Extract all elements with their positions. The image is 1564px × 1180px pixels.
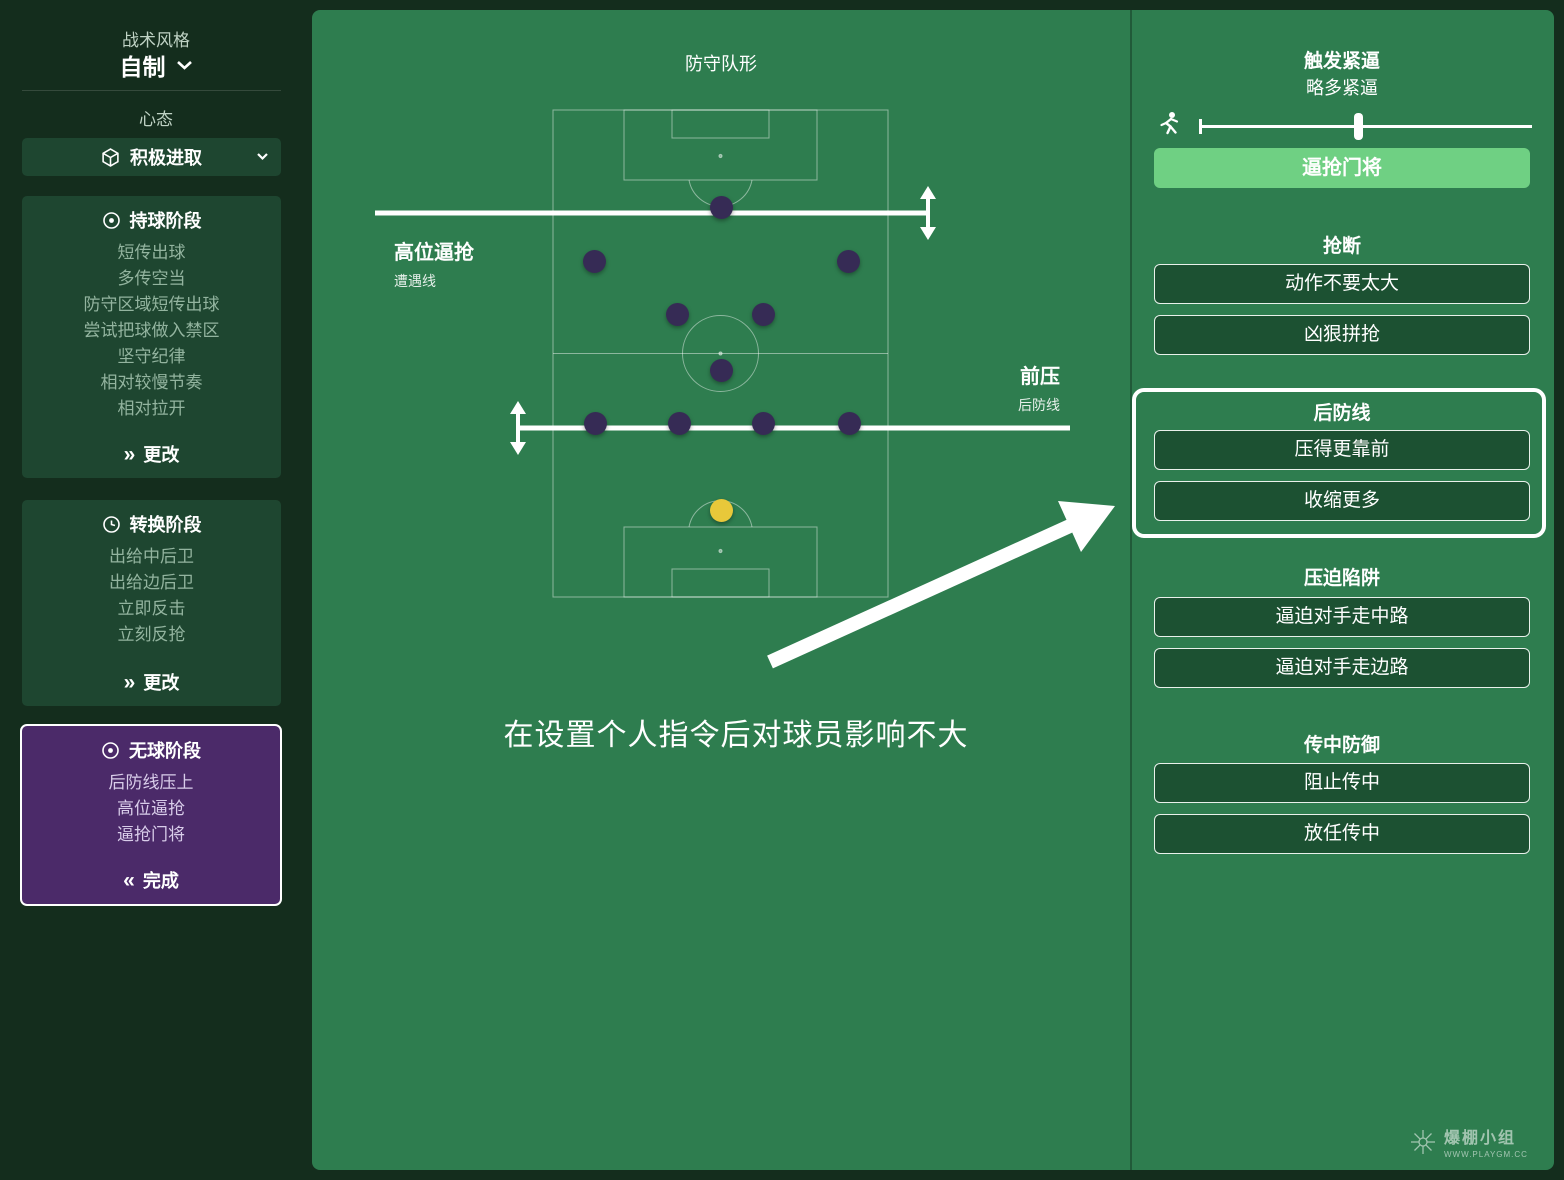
ease-off-tackles-button[interactable]: 动作不要太大: [1154, 264, 1530, 304]
engagement-line-label: 高位逼抢 遭遇线: [394, 242, 474, 289]
instruction-item: 相对拉开: [117, 399, 186, 418]
annotation-caption: 在设置个人指令后对球员影响不大: [503, 719, 969, 752]
slider-track[interactable]: [1200, 125, 1532, 128]
chevron-down-icon: [257, 153, 268, 161]
player-marker[interactable]: [837, 250, 860, 273]
pitch-lines: [552, 109, 889, 598]
instruction-item: 后防线压上: [108, 773, 194, 792]
instruction-item: 出给边后卫: [109, 573, 194, 592]
in-transition-change-button[interactable]: »更改: [123, 671, 180, 694]
out-of-possession-panel[interactable]: 无球阶段 后防线压上 高位逼抢 逼抢门将 «完成: [20, 724, 282, 906]
trigger-press-value: 略多紧逼: [1306, 78, 1378, 98]
player-marker[interactable]: [668, 412, 691, 435]
defensive-line-title: 后防线: [1313, 403, 1371, 424]
player-marker[interactable]: [710, 359, 733, 382]
pitch-title: 防守队形: [685, 54, 757, 74]
double-chevron-right-icon: »: [123, 443, 136, 466]
instruction-item: 立刻反抢: [117, 625, 186, 644]
mentality-label: 心态: [139, 110, 173, 129]
goalkeeper-marker[interactable]: [710, 499, 733, 522]
double-chevron-right-icon: »: [123, 671, 136, 694]
instruction-item: 多传空当: [117, 269, 186, 288]
tactical-style-value: 自制: [119, 54, 166, 80]
ball-icon: [102, 741, 119, 759]
watermark-name: 爆棚小组: [1444, 1130, 1517, 1147]
trap-inside-button[interactable]: 逼迫对手走中路: [1154, 597, 1530, 637]
instruction-item: 坚守纪律: [117, 347, 186, 366]
trap-outside-button[interactable]: 逼迫对手走边路: [1154, 648, 1530, 688]
in-possession-change-button[interactable]: »更改: [123, 443, 180, 466]
compress-more-button[interactable]: 收缩更多: [1154, 481, 1530, 521]
out-of-possession-done-button[interactable]: «完成: [123, 869, 179, 892]
player-marker[interactable]: [710, 196, 733, 219]
pitch-diagram: [375, 109, 1115, 669]
in-transition-instructions: 出给中后卫 出给边后卫 立即反击 立刻反抢: [22, 544, 281, 648]
clock-icon: [102, 515, 120, 533]
player-marker[interactable]: [583, 250, 606, 273]
instruction-item: 相对较慢节奏: [100, 373, 203, 392]
sidebar: 战术风格 自制 心态 积极进取 持球阶段 短传出球 多传空当 防守区域短传出球 …: [0, 0, 312, 1180]
out-of-possession-instructions: 后防线压上 高位逼抢 逼抢门将: [22, 770, 280, 848]
get-stuck-in-button[interactable]: 凶狠拼抢: [1154, 315, 1530, 355]
panel-divider: [1130, 10, 1132, 1170]
mentality-value: 积极进取: [130, 148, 202, 168]
stop-crosses-button[interactable]: 阻止传中: [1154, 763, 1530, 803]
in-transition-panel: 转换阶段 出给中后卫 出给边后卫 立即反击 立刻反抢 »更改: [22, 500, 281, 706]
annotation-arrow: [767, 501, 1115, 669]
defensive-line: [510, 401, 1070, 455]
out-of-possession-header: 无球阶段: [22, 738, 280, 762]
engagement-line: [375, 186, 936, 240]
watermark-logo-icon: [1411, 1129, 1435, 1154]
watermark: 爆棚小组 WWW.PLAYGM.CC: [1408, 1124, 1528, 1159]
player-marker[interactable]: [838, 412, 861, 435]
cube-icon: [102, 147, 119, 167]
instruction-item: 高位逼抢: [117, 799, 185, 818]
push-higher-button[interactable]: 压得更靠前: [1154, 430, 1530, 470]
instruction-item: 尝试把球做入禁区: [83, 321, 220, 340]
player-marker[interactable]: [584, 412, 607, 435]
ball-icon: [102, 211, 120, 229]
instruction-item: 逼抢门将: [117, 825, 185, 844]
defensive-line-highlight-box: [1132, 388, 1546, 538]
instruction-item: 防守区域短传出球: [83, 295, 220, 314]
in-possession-panel: 持球阶段 短传出球 多传空当 防守区域短传出球 尝试把球做入禁区 坚守纪律 相对…: [22, 196, 281, 478]
instruction-item: 立即反击: [117, 599, 186, 618]
sidebar-divider: [22, 90, 281, 91]
instruction-item: 出给中后卫: [109, 547, 194, 566]
pitch-area: 防守队形: [312, 10, 1130, 1170]
double-chevron-left-icon: «: [123, 869, 135, 892]
trigger-press-title: 触发紧逼: [1303, 51, 1380, 72]
defensive-line-label: 前压 后防线: [1018, 366, 1060, 413]
player-marker[interactable]: [666, 303, 689, 326]
instruction-item: 短传出球: [117, 243, 186, 262]
slider-handle[interactable]: [1354, 113, 1363, 140]
watermark-site: WWW.PLAYGM.CC: [1444, 1150, 1528, 1159]
cross-defense-title: 传中防御: [1303, 735, 1380, 756]
main-surface: 防守队形: [312, 10, 1554, 1170]
in-possession-header: 持球阶段: [22, 208, 281, 232]
trigger-press-slider[interactable]: [1130, 106, 1554, 146]
tackling-title: 抢断: [1322, 236, 1361, 257]
player-marker[interactable]: [752, 303, 775, 326]
press-goalkeeper-button[interactable]: 逼抢门将: [1154, 148, 1530, 188]
in-transition-header: 转换阶段: [22, 512, 281, 536]
pressing-trap-title: 压迫陷阱: [1303, 568, 1380, 589]
chevron-down-icon: [176, 60, 192, 70]
tactical-style-dropdown[interactable]: 自制: [0, 48, 312, 82]
mentality-dropdown[interactable]: 积极进取: [22, 138, 281, 176]
runner-icon: [1160, 112, 1179, 135]
out-of-possession-settings-panel: 触发紧逼 略多紧逼 逼抢门将 抢断 动作不要太大 凶狠拼抢 后防线 压得更靠前 …: [1130, 10, 1554, 1170]
player-marker[interactable]: [752, 412, 775, 435]
in-possession-instructions: 短传出球 多传空当 防守区域短传出球 尝试把球做入禁区 坚守纪律 相对较慢节奏 …: [22, 240, 281, 422]
invite-crosses-button[interactable]: 放任传中: [1154, 814, 1530, 854]
tactical-style-label: 战术风格: [122, 31, 190, 50]
